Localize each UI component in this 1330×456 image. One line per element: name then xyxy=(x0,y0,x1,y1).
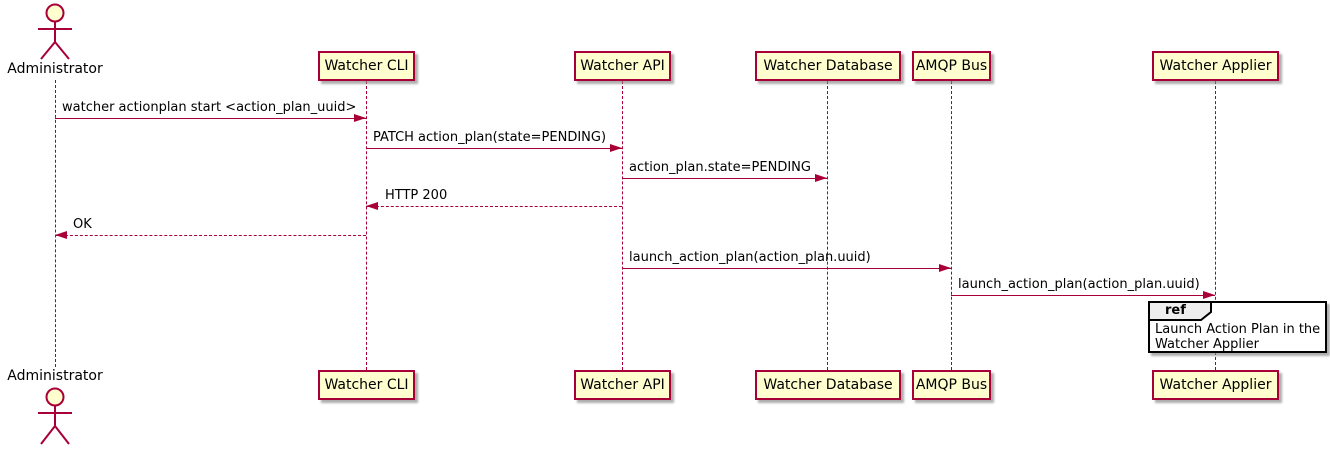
message-label: HTTP 200 xyxy=(385,188,448,203)
participant-label: Watcher Database xyxy=(763,58,893,74)
ref-text-line: Launch Action Plan in the xyxy=(1155,322,1321,337)
arrowhead-icon xyxy=(354,114,366,122)
actor-figure-icon xyxy=(38,387,72,445)
arrowhead-icon xyxy=(366,202,378,210)
lifeline-watcher-cli xyxy=(366,81,367,370)
lifeline-watcher-database xyxy=(827,81,828,370)
participant-label: Watcher API xyxy=(580,58,665,74)
participant-label: Watcher CLI xyxy=(324,58,409,74)
participant-label: AMQP Bus xyxy=(915,377,988,393)
participant-watcher-api-bottom: Watcher API xyxy=(574,370,671,400)
ref-text-line: Watcher Applier xyxy=(1155,337,1259,352)
message-line xyxy=(951,295,1215,296)
ref-fragment: ref Launch Action Plan in the Watcher Ap… xyxy=(1148,301,1327,353)
arrowhead-icon xyxy=(610,144,622,152)
message-line xyxy=(55,235,366,236)
arrowhead-icon xyxy=(939,264,951,272)
message-line xyxy=(622,178,827,179)
ref-keyword: ref xyxy=(1165,303,1186,318)
lifeline-administrator xyxy=(55,80,56,367)
participant-watcher-api-top: Watcher API xyxy=(574,51,671,81)
message-label: launch_action_plan(action_plan.uuid) xyxy=(958,277,1200,292)
participant-watcher-database-top: Watcher Database xyxy=(755,51,901,81)
participant-amqp-bus-bottom: AMQP Bus xyxy=(912,370,991,400)
message-line xyxy=(366,148,622,149)
lifeline-watcher-api xyxy=(622,81,623,370)
actor-figure-icon xyxy=(38,3,72,60)
actor-label-bottom: Administrator xyxy=(7,368,103,384)
message-line xyxy=(622,268,951,269)
actor-label-top: Administrator xyxy=(7,61,103,77)
message-line xyxy=(55,118,366,119)
participant-label: AMQP Bus xyxy=(915,58,988,74)
participant-label: Watcher Applier xyxy=(1159,58,1272,74)
message-line xyxy=(366,206,622,207)
participant-label: Watcher API xyxy=(580,377,665,393)
message-label: watcher actionplan start <action_plan_uu… xyxy=(62,100,357,115)
participant-watcher-database-bottom: Watcher Database xyxy=(755,370,901,400)
message-label: PATCH action_plan(state=PENDING) xyxy=(373,130,607,145)
participant-watcher-cli-top: Watcher CLI xyxy=(318,51,415,81)
participant-label: Watcher Database xyxy=(763,377,893,393)
participant-watcher-applier-top: Watcher Applier xyxy=(1152,51,1279,81)
arrowhead-icon xyxy=(55,231,67,239)
participant-amqp-bus-top: AMQP Bus xyxy=(912,51,991,81)
message-label: OK xyxy=(73,217,92,232)
message-label: action_plan.state=PENDING xyxy=(629,160,811,175)
message-label: launch_action_plan(action_plan.uuid) xyxy=(629,250,871,265)
participant-watcher-cli-bottom: Watcher CLI xyxy=(318,370,415,400)
participant-watcher-applier-bottom: Watcher Applier xyxy=(1152,370,1279,400)
arrowhead-icon xyxy=(815,174,827,182)
lifeline-watcher-applier xyxy=(1215,81,1216,370)
participant-label: Watcher CLI xyxy=(324,377,409,393)
lifeline-amqp-bus xyxy=(951,81,952,370)
ref-tab-icon xyxy=(1148,301,1212,321)
participant-label: Watcher Applier xyxy=(1159,377,1272,393)
arrowhead-icon xyxy=(1203,291,1215,299)
